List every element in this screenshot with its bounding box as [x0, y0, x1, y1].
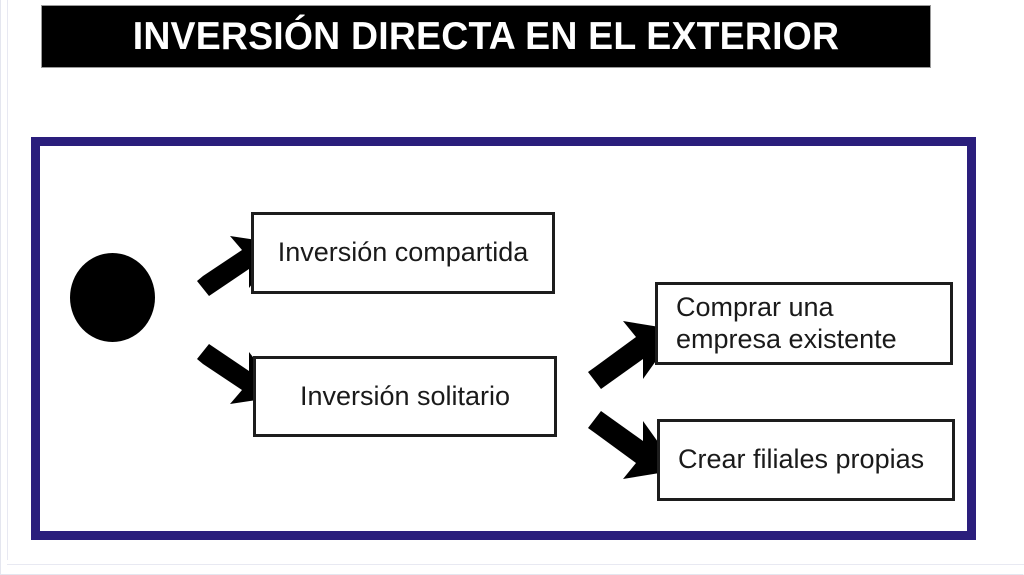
node-inversion-solitario[interactable]: Inversión solitario [253, 356, 557, 437]
diagram-frame: Inversión compartida Inversión solitario… [31, 137, 976, 540]
slide-title-banner: INVERSIÓN DIRECTA EN EL EXTERIOR [41, 5, 931, 68]
slide-edge-line-left [7, 0, 8, 560]
node-comprar-line-1: Comprar una [676, 292, 834, 323]
slide-title-text: INVERSIÓN DIRECTA EN EL EXTERIOR [132, 15, 840, 58]
node-inversion-compartida-label: Inversión compartida [277, 237, 529, 268]
node-crear-filiales-propias[interactable]: Crear filiales propias [657, 419, 955, 501]
node-inversion-solitario-label: Inversión solitario [299, 380, 511, 411]
diagram-canvas: Inversión compartida Inversión solitario… [40, 146, 967, 531]
node-crear-filiales-propias-label: Crear filiales propias [678, 444, 925, 475]
arrow-down-right-icon-solitario-to-filiales [588, 411, 678, 479]
slide-edge-line-bottom [7, 564, 1024, 565]
start-node-circle[interactable] [70, 253, 155, 342]
node-comprar-empresa-existente-label: Comprar una empresa existente [676, 292, 897, 355]
node-comprar-line-2: empresa existente [676, 323, 897, 354]
node-inversion-compartida[interactable]: Inversión compartida [251, 212, 555, 294]
node-comprar-empresa-existente[interactable]: Comprar una empresa existente [655, 282, 953, 365]
